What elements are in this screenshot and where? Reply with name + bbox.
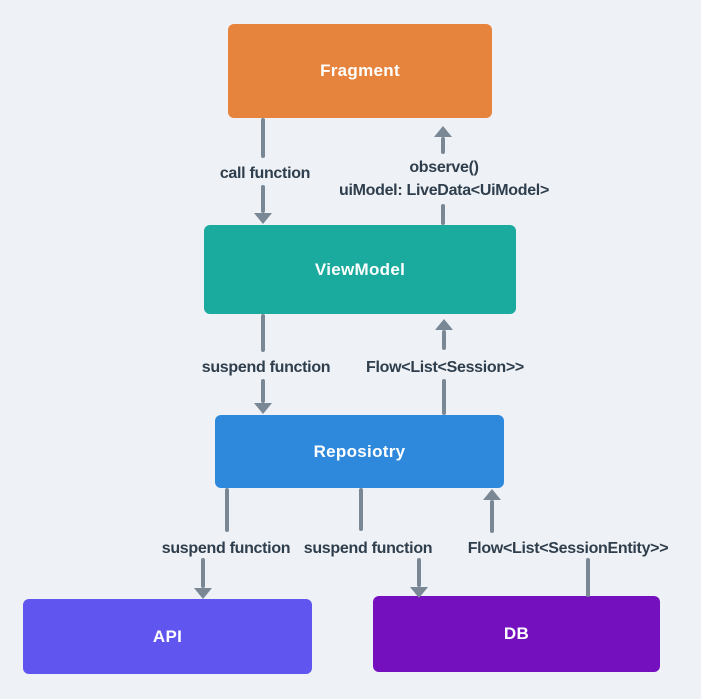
connector-line (490, 500, 494, 533)
viewmodel-node: ViewModel (204, 225, 516, 314)
connector-line (201, 558, 205, 588)
edge-label-suspend-function-db: suspend function (303, 540, 433, 557)
db-node: DB (373, 596, 660, 672)
connector-line (442, 379, 446, 415)
viewmodel-node-label: ViewModel (314, 259, 406, 279)
edge-label-flow-session-entity: Flow<List<SessionEntity>> (467, 540, 669, 557)
connector-line (441, 137, 445, 154)
arrowhead-up-icon (483, 489, 501, 500)
edge-label-suspend-function-api: suspend function (161, 540, 291, 557)
edge-label-observe: observe() uiModel: LiveData<UiModel> (294, 156, 594, 202)
repository-node-label: Reposiotry (313, 441, 406, 461)
api-node: API (23, 599, 312, 674)
edge-label-observe-line2: uiModel: LiveData<UiModel> (338, 182, 549, 199)
edge-label-flow-session: Flow<List<Session>> (366, 359, 524, 376)
connector-line (586, 558, 590, 597)
edge-label-suspend-function-vm: suspend function (201, 359, 331, 376)
api-node-label: API (152, 626, 183, 646)
arrowhead-down-icon (254, 213, 272, 224)
connector-line (442, 330, 446, 350)
connector-line (261, 118, 265, 158)
arrowhead-down-icon (194, 588, 212, 599)
connector-line (261, 379, 265, 403)
edge-label-call-function: call function (219, 165, 311, 182)
fragment-node: Fragment (228, 24, 492, 118)
connector-line (417, 558, 421, 587)
arrowhead-up-icon (435, 319, 453, 330)
arrowhead-down-icon (410, 587, 428, 598)
edge-label-observe-line1: observe() (409, 159, 479, 176)
connector-line (441, 204, 445, 225)
connector-line (359, 488, 363, 531)
connector-line (225, 488, 229, 532)
connector-line (261, 314, 265, 352)
repository-node: Reposiotry (215, 415, 504, 488)
arrowhead-down-icon (254, 403, 272, 414)
fragment-node-label: Fragment (320, 61, 400, 80)
connector-line (261, 185, 265, 213)
db-node-label: DB (503, 624, 530, 643)
arrowhead-up-icon (434, 126, 452, 137)
